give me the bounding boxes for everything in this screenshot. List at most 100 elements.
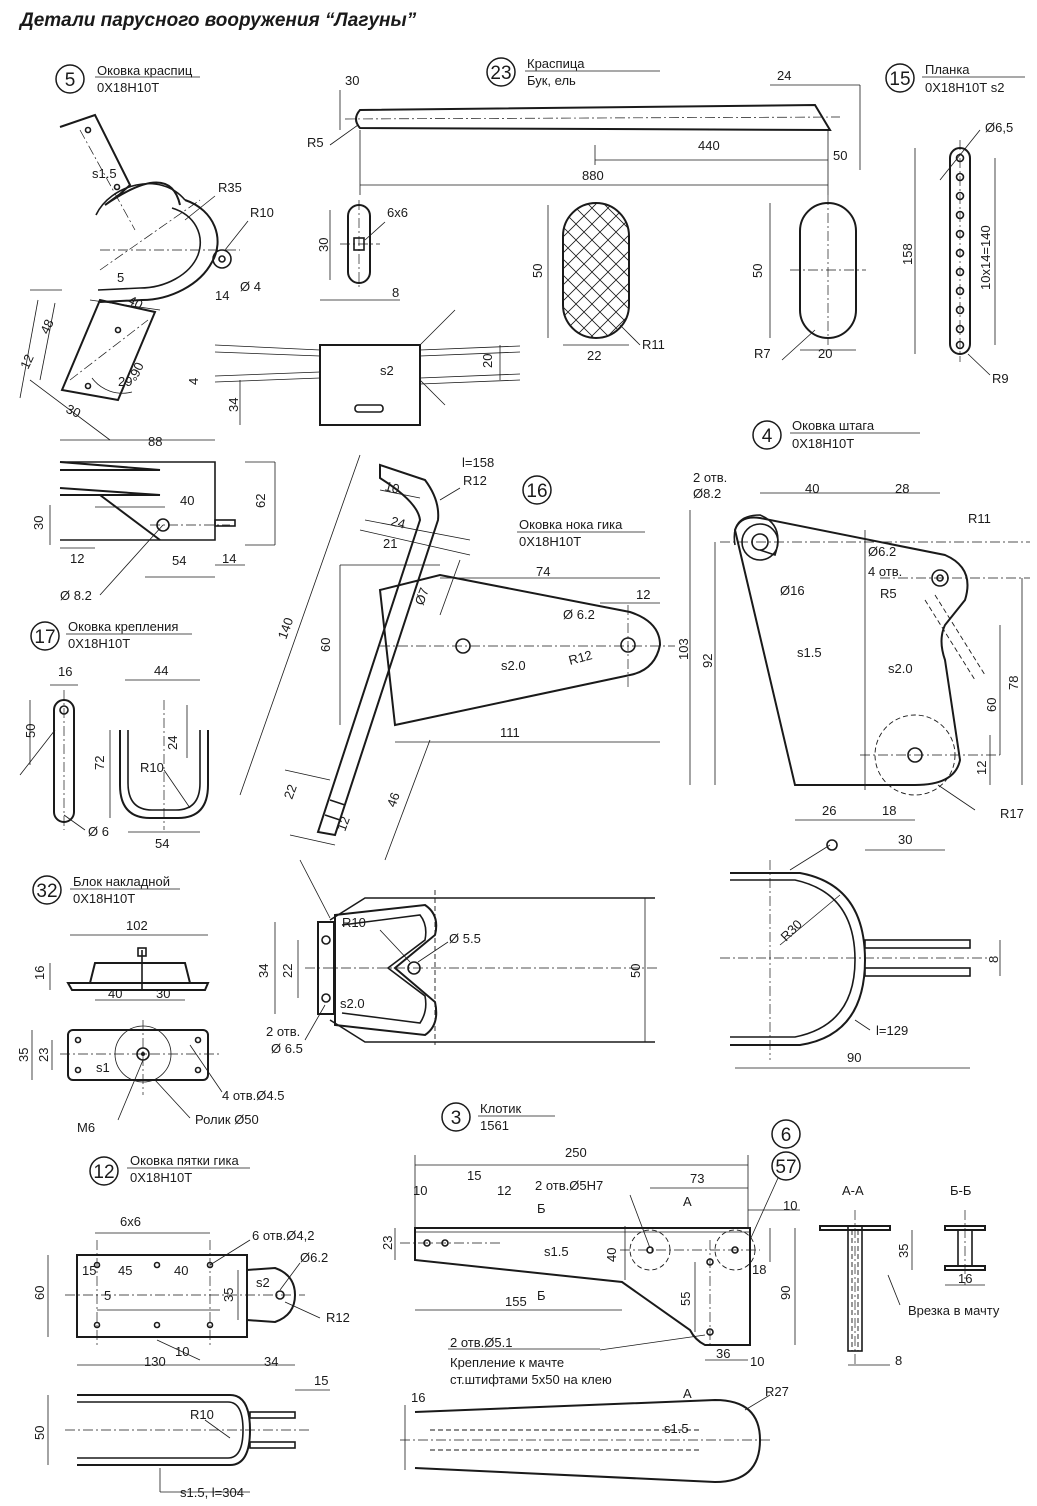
dimension-label: Ø 6 xyxy=(88,824,109,839)
dimension-label: 26 xyxy=(822,803,836,818)
dimension-label: 140 xyxy=(275,616,297,642)
dimension-label: 4 отв. xyxy=(868,564,902,579)
dimension-label: R17 xyxy=(1000,806,1024,821)
dimension-label: 29° xyxy=(118,374,138,389)
dimension-label: R10 xyxy=(342,915,366,930)
dimension-label: 40 xyxy=(126,292,146,312)
dimension-label: Ø 5.5 xyxy=(449,931,481,946)
dimension-label: 50 xyxy=(530,264,545,278)
dimension-label: 35 xyxy=(221,1288,236,1302)
dimension-label: Крепление к мачте xyxy=(450,1355,564,1370)
dimension-label: Планка xyxy=(925,62,970,77)
dimension-label: 12 xyxy=(93,1162,114,1183)
dimension-label: 15 xyxy=(889,69,910,90)
part-name: Оковка краспиц xyxy=(97,63,193,78)
dimension-label: 40 xyxy=(174,1263,188,1278)
dimension-label: Ø7 xyxy=(412,586,432,607)
dimension-label: 30 xyxy=(316,238,331,252)
dimension-label: R11 xyxy=(968,511,991,526)
dimension-label: Оковка нока гика xyxy=(519,517,623,532)
dimension-label: 44 xyxy=(154,663,168,678)
dimension-label: 92 xyxy=(700,654,715,668)
dimension-label: s2.0 xyxy=(888,661,913,676)
dimension-label: Ø16 xyxy=(780,583,805,598)
dimension-label: ст.штифтами 5х50 на клею xyxy=(450,1372,612,1387)
dimension-label: 10х14=140 xyxy=(978,225,993,290)
dimension-label: R12 xyxy=(463,473,487,488)
dimension-label: 74 xyxy=(536,564,550,579)
part-number-badge xyxy=(55,64,85,94)
dimension-label: R11 xyxy=(642,337,665,352)
dimension-label: s1.5 xyxy=(544,1244,569,1259)
dimension-label: 34 xyxy=(256,964,271,978)
dimension-label: 15 xyxy=(314,1373,328,1388)
dimension-label: 50 xyxy=(628,964,643,978)
dimension-label: 8 xyxy=(986,956,1001,963)
dimension-label: 8 xyxy=(392,285,399,300)
dimension-label: M6 xyxy=(77,1120,95,1135)
dimension-label: 57 xyxy=(775,1157,796,1178)
dimension-label: Ø 6.5 xyxy=(271,1041,303,1056)
dimension-label: 23 xyxy=(36,1048,51,1062)
dimension-label: 6x6 xyxy=(387,205,408,220)
dimension-label: 45 xyxy=(118,1263,132,1278)
dimension-label: R9 xyxy=(992,371,1009,386)
dimension-label: 130 xyxy=(144,1354,166,1369)
dimension-label: 23 xyxy=(490,63,511,84)
dimension-label: 24 xyxy=(165,736,180,750)
dimension-label: 6х6 xyxy=(120,1214,141,1229)
dimension-label: А xyxy=(683,1386,692,1401)
part-57-badge xyxy=(771,1151,801,1181)
dimension-label: R5 xyxy=(880,586,897,601)
dimension-label: 6 отв.Ø4,2 xyxy=(252,1228,314,1243)
dimension-label: 60 xyxy=(318,638,333,652)
dimension-label: 0Х18Н10Т s2 xyxy=(925,80,1005,95)
dimension-label: 24 xyxy=(777,68,791,83)
dimension-label: 30 xyxy=(156,986,170,1001)
dimension-label: 16 xyxy=(526,481,547,502)
dimension-label: 30 xyxy=(898,832,912,847)
part-15-planka: 15 Планка 0Х18Н10Т s2 Ø6,5 158 10х14=140… xyxy=(885,62,1025,386)
dimension-label: 4 xyxy=(762,426,773,447)
dimension-label: 5 xyxy=(117,270,124,285)
dimension-label: s1 xyxy=(96,1060,110,1075)
dimension-label: 50 xyxy=(23,724,38,738)
dimension-label: 2 отв. xyxy=(693,470,727,485)
dimension-label: R10 xyxy=(190,1407,214,1422)
dimension-label: 12 xyxy=(334,814,353,833)
part-3-klotik: 3 Клотик 1561 6 57 xyxy=(380,1101,1000,1484)
dimension-label: s1.5, l=304 xyxy=(180,1485,244,1500)
dimension-label: 50 xyxy=(833,148,847,163)
dimension-label: А xyxy=(683,1194,692,1209)
dimension-label: Б xyxy=(537,1201,546,1216)
dimension-label: 14 xyxy=(215,288,229,303)
dimension-label: 40 xyxy=(805,481,819,496)
dimension-label: Ø 6.2 xyxy=(563,607,595,622)
part-5-okovka-kraspic: 5 Оковка краспиц 0Х18Н10Т s1.5 R35 R10 5 xyxy=(17,63,521,603)
dimension-label: 2 отв.Ø5.1 xyxy=(450,1335,512,1350)
dimension-label: 54 xyxy=(172,553,186,568)
dimension-label: Краспица xyxy=(527,56,585,71)
dimension-label: 16 xyxy=(58,664,72,679)
dimension-label: 35 xyxy=(896,1244,911,1258)
dimension-label: 50 xyxy=(750,264,765,278)
dimension-label: 5 xyxy=(104,1288,111,1303)
dimension-label: Ø8.2 xyxy=(693,486,721,501)
sheet-title: Детали парусного вооружения “Лагуны” xyxy=(18,10,417,31)
dimension-label: 10 xyxy=(413,1183,427,1198)
dimension-label: 12 xyxy=(70,551,84,566)
dimension-label: R30 xyxy=(778,917,805,944)
dimension-label: s2.0 xyxy=(340,996,365,1011)
dimension-label: R5 xyxy=(307,135,324,150)
dimension-label: 15 xyxy=(467,1168,481,1183)
dimension-label: 12 xyxy=(636,587,650,602)
dimension-label: 17 xyxy=(34,627,55,648)
dimension-label: l=158 xyxy=(462,455,494,470)
dimension-label: 155 xyxy=(505,1294,527,1309)
dimension-label: 30 xyxy=(64,401,83,421)
dimension-label: s2 xyxy=(380,363,394,378)
dimension-label: 35 xyxy=(16,1048,31,1062)
dimension-label: Блок накладной xyxy=(73,874,170,889)
dimension-label: 10 xyxy=(175,1344,189,1359)
